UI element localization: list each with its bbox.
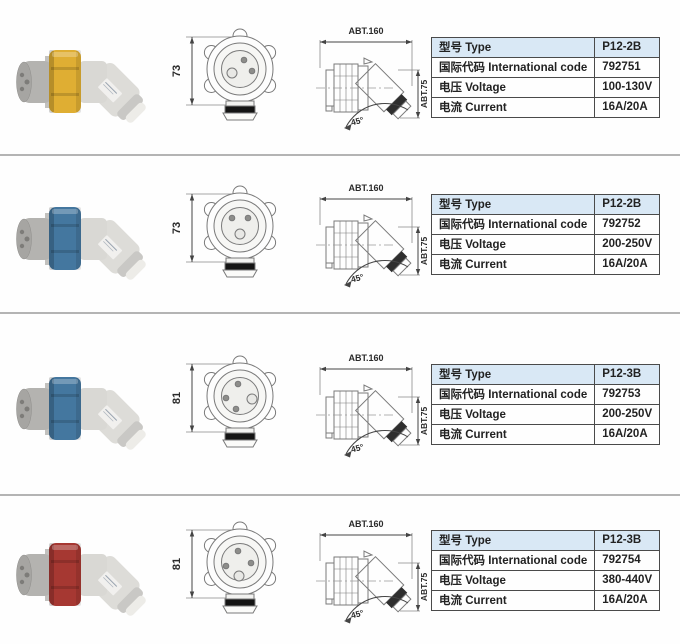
type-label: 型号 Type — [430, 36, 596, 58]
spec-table: 型号 Type P12-3B 国际代码 International code 7… — [430, 529, 661, 611]
height-dim-label: ABT.75 — [419, 573, 429, 602]
angle-dim-label: 45° — [350, 272, 365, 285]
front-view-drawing: 73 — [165, 27, 285, 127]
code-label: 国际代码 International code — [430, 549, 596, 571]
voltage-label: 电压 Voltage — [430, 76, 596, 98]
width-dim-label: ABT.160 — [348, 353, 383, 363]
angled-view-drawing: ABT.160 — [299, 177, 431, 291]
front-view-drawing: 73 — [165, 184, 285, 284]
angled-plug-photo — [15, 206, 146, 280]
current-value: 16A/20A — [594, 423, 661, 445]
type-label: 型号 Type — [430, 193, 596, 215]
product-photo — [2, 357, 157, 452]
product-photo — [2, 187, 157, 282]
locking-ring — [48, 542, 81, 606]
code-label: 国际代码 International code — [430, 213, 596, 235]
front-view-svg: 73 — [171, 185, 276, 278]
front-view-drawing: 81 — [165, 520, 285, 620]
width-dim-label: ABT.160 — [348, 26, 383, 36]
angle-dim-label: 45° — [350, 608, 365, 621]
current-label: 电流 Current — [430, 423, 596, 445]
height-dim-label: ABT.75 — [419, 80, 429, 109]
angle-dim-label: 45° — [350, 442, 365, 455]
voltage-value: 200-250V — [594, 233, 661, 255]
voltage-value: 380-440V — [594, 569, 661, 591]
height-dim-label: ABT.75 — [419, 407, 429, 436]
front-view-svg: 73 — [171, 28, 276, 121]
type-label: 型号 Type — [430, 363, 596, 385]
spec-table-cell: 型号 Type P12-2B 国际代码 International code 7… — [430, 193, 661, 275]
current-value: 16A/20A — [594, 96, 661, 118]
angled-view-drawing: ABT.160 — [299, 20, 431, 134]
type-value: P12-3B — [594, 363, 661, 385]
product-row: 81 ABT. — [0, 314, 680, 494]
angled-plug-photo — [15, 376, 146, 450]
row-divider — [0, 154, 680, 156]
front-height-dim: 81 — [171, 392, 183, 404]
row-divider — [0, 312, 680, 314]
front-height-dim: 73 — [171, 222, 183, 234]
angled-view-svg: ABT.160 — [316, 519, 429, 624]
angled-view-svg: ABT.160 — [316, 183, 429, 288]
voltage-label: 电压 Voltage — [430, 233, 596, 255]
type-value: P12-2B — [594, 36, 661, 58]
current-value: 16A/20A — [594, 253, 661, 275]
type-value: P12-3B — [594, 529, 661, 551]
product-photo — [2, 30, 157, 125]
front-height-dim: 81 — [171, 558, 183, 570]
locking-ring — [48, 206, 81, 270]
current-value: 16A/20A — [594, 589, 661, 611]
width-dim-label: ABT.160 — [348, 519, 383, 529]
spec-table: 型号 Type P12-2B 国际代码 International code 7… — [430, 193, 661, 275]
front-view-drawing: 81 — [165, 354, 285, 454]
spec-table-cell: 型号 Type P12-3B 国际代码 International code 7… — [430, 363, 661, 445]
code-value: 792754 — [594, 549, 661, 571]
type-label: 型号 Type — [430, 529, 596, 551]
product-row: 81 ABT. — [0, 496, 680, 644]
current-label: 电流 Current — [430, 589, 596, 611]
product-row: 73 ABT.160 — [0, 0, 680, 154]
spec-table: 型号 Type P12-3B 国际代码 International code 7… — [430, 363, 661, 445]
product-photo — [2, 523, 157, 618]
row-divider — [0, 494, 680, 496]
voltage-label: 电压 Voltage — [430, 569, 596, 591]
type-value: P12-2B — [594, 193, 661, 215]
width-dim-label: ABT.160 — [348, 183, 383, 193]
front-view-svg: 81 — [171, 521, 276, 614]
locking-ring — [48, 49, 81, 113]
code-label: 国际代码 International code — [430, 56, 596, 78]
product-row: 73 ABT.160 — [0, 156, 680, 312]
current-label: 电流 Current — [430, 253, 596, 275]
front-height-dim: 73 — [171, 65, 183, 77]
angle-dim-label: 45° — [350, 115, 365, 128]
front-view-svg: 81 — [171, 355, 276, 448]
angled-plug-photo — [15, 542, 146, 616]
voltage-value: 100-130V — [594, 76, 661, 98]
voltage-label: 电压 Voltage — [430, 403, 596, 425]
spec-table-cell: 型号 Type P12-3B 国际代码 International code 7… — [430, 529, 661, 611]
code-value: 792751 — [594, 56, 661, 78]
code-label: 国际代码 International code — [430, 383, 596, 405]
angled-view-drawing: ABT.160 — [299, 513, 431, 627]
angled-view-svg: ABT.160 — [316, 353, 429, 458]
voltage-value: 200-250V — [594, 403, 661, 425]
angled-view-svg: ABT.160 — [316, 26, 429, 131]
current-label: 电流 Current — [430, 96, 596, 118]
spec-table: 型号 Type P12-2B 国际代码 International code 7… — [430, 36, 661, 118]
locking-ring — [48, 376, 81, 440]
angled-plug-photo — [15, 49, 146, 123]
code-value: 792753 — [594, 383, 661, 405]
spec-table-cell: 型号 Type P12-2B 国际代码 International code 7… — [430, 36, 661, 118]
angled-view-drawing: ABT.160 — [299, 347, 431, 461]
height-dim-label: ABT.75 — [419, 237, 429, 266]
code-value: 792752 — [594, 213, 661, 235]
